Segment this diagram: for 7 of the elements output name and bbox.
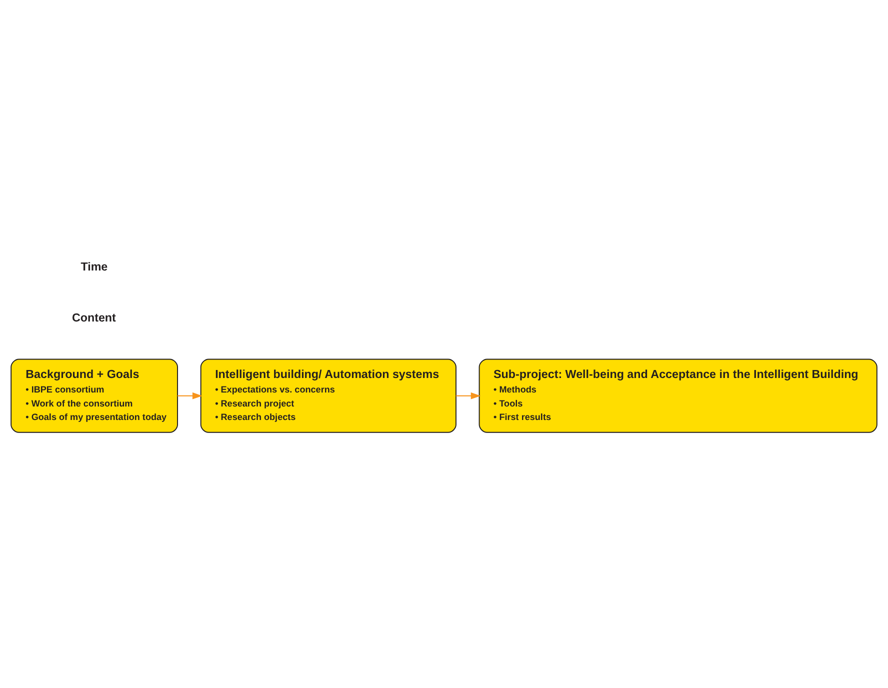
node-box: Sub-project: Well-being and Acceptance in the Intelligent Building • Methods • Tools • First results	[478, 358, 878, 432]
arrow	[456, 392, 481, 399]
node-box: Intelligent building/ Automation systems • Expectations vs. concerns • Research project • Research objects	[200, 358, 456, 432]
label: Content	[72, 311, 116, 324]
label: Time	[80, 260, 108, 273]
node-box: Background + Goals • IBPE consortium • Work of the consortium • Goals of my presentation today	[10, 358, 178, 432]
arrow	[178, 392, 202, 399]
